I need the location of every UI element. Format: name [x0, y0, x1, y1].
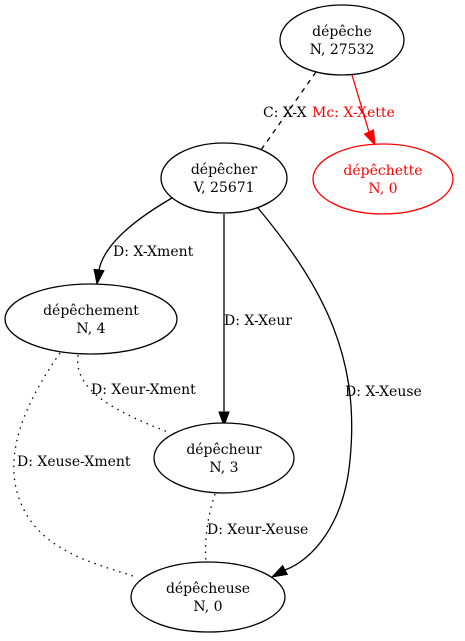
node-depecheuse[interactable]: dépêcheuse N, 0 [130, 561, 286, 633]
edge-label: Mc: X-Xette [312, 105, 395, 121]
edge-depechement-to-depecheur: D: Xeur-Xment [77, 354, 196, 433]
node-depechement[interactable]: dépêchement N, 4 [4, 283, 178, 355]
edge-label: D: Xeuse-Xment [17, 454, 131, 470]
node-word: dépêchement [43, 303, 139, 319]
edge-depecheur-to-depecheuse: D: Xeur-Xeuse [204, 493, 308, 563]
node-info: N, 3 [209, 460, 238, 476]
node-info: N, 0 [193, 599, 222, 615]
edge-depeche-to-depecher: C: X-X [260, 71, 317, 151]
node-info: N, 4 [76, 321, 105, 337]
edge-depecher-to-depechement: D: X-Xment [93, 197, 194, 286]
node-word: dépêcheur [186, 442, 262, 458]
node-depecher[interactable]: dépêcher V, 25671 [160, 142, 288, 214]
node-depeche[interactable]: dépêche N, 27532 [279, 4, 405, 76]
edge-line [77, 354, 169, 433]
node-info: N, 0 [368, 181, 397, 197]
node-ellipse [279, 4, 405, 76]
edge-label: D: X-Xeur [224, 313, 292, 329]
edge-label: D: Xeur-Xeuse [207, 522, 308, 538]
edge-depecher-to-depecheuse: D: X-Xeuse [257, 207, 422, 578]
node-depecheur[interactable]: dépêcheur N, 3 [153, 422, 295, 494]
arrowhead [270, 564, 289, 578]
arrowhead [93, 268, 105, 286]
node-word: dépêchette [343, 163, 422, 179]
node-ellipse [312, 143, 454, 215]
node-info: N, 27532 [310, 42, 375, 58]
edge-line [351, 74, 370, 133]
node-word: dépêcheuse [166, 581, 250, 597]
node-ellipse [153, 422, 295, 494]
edge-line [257, 207, 353, 571]
edge-label: C: X-X [263, 105, 307, 121]
node-word: dépêche [312, 24, 372, 40]
edge-depeche-to-depechette: Mc: X-Xette [312, 74, 395, 147]
edge-depecher-to-depecheur: D: X-Xeur [218, 214, 292, 428]
node-word: dépêcher [191, 162, 258, 178]
arrowhead [363, 129, 376, 147]
node-ellipse [4, 283, 178, 355]
arrowhead [218, 411, 230, 428]
edge-label: D: X-Xeuse [345, 384, 422, 400]
edge-depechement-to-depecheuse: D: Xeuse-Xment [13, 352, 137, 578]
node-depechette[interactable]: dépêchette N, 0 [312, 143, 454, 215]
node-ellipse [160, 142, 288, 214]
edge-label: D: Xeur-Xment [91, 382, 196, 398]
edge-line [98, 197, 173, 271]
node-info: V, 25671 [192, 180, 254, 196]
node-ellipse [130, 561, 286, 633]
edge-label: D: X-Xment [113, 244, 194, 260]
